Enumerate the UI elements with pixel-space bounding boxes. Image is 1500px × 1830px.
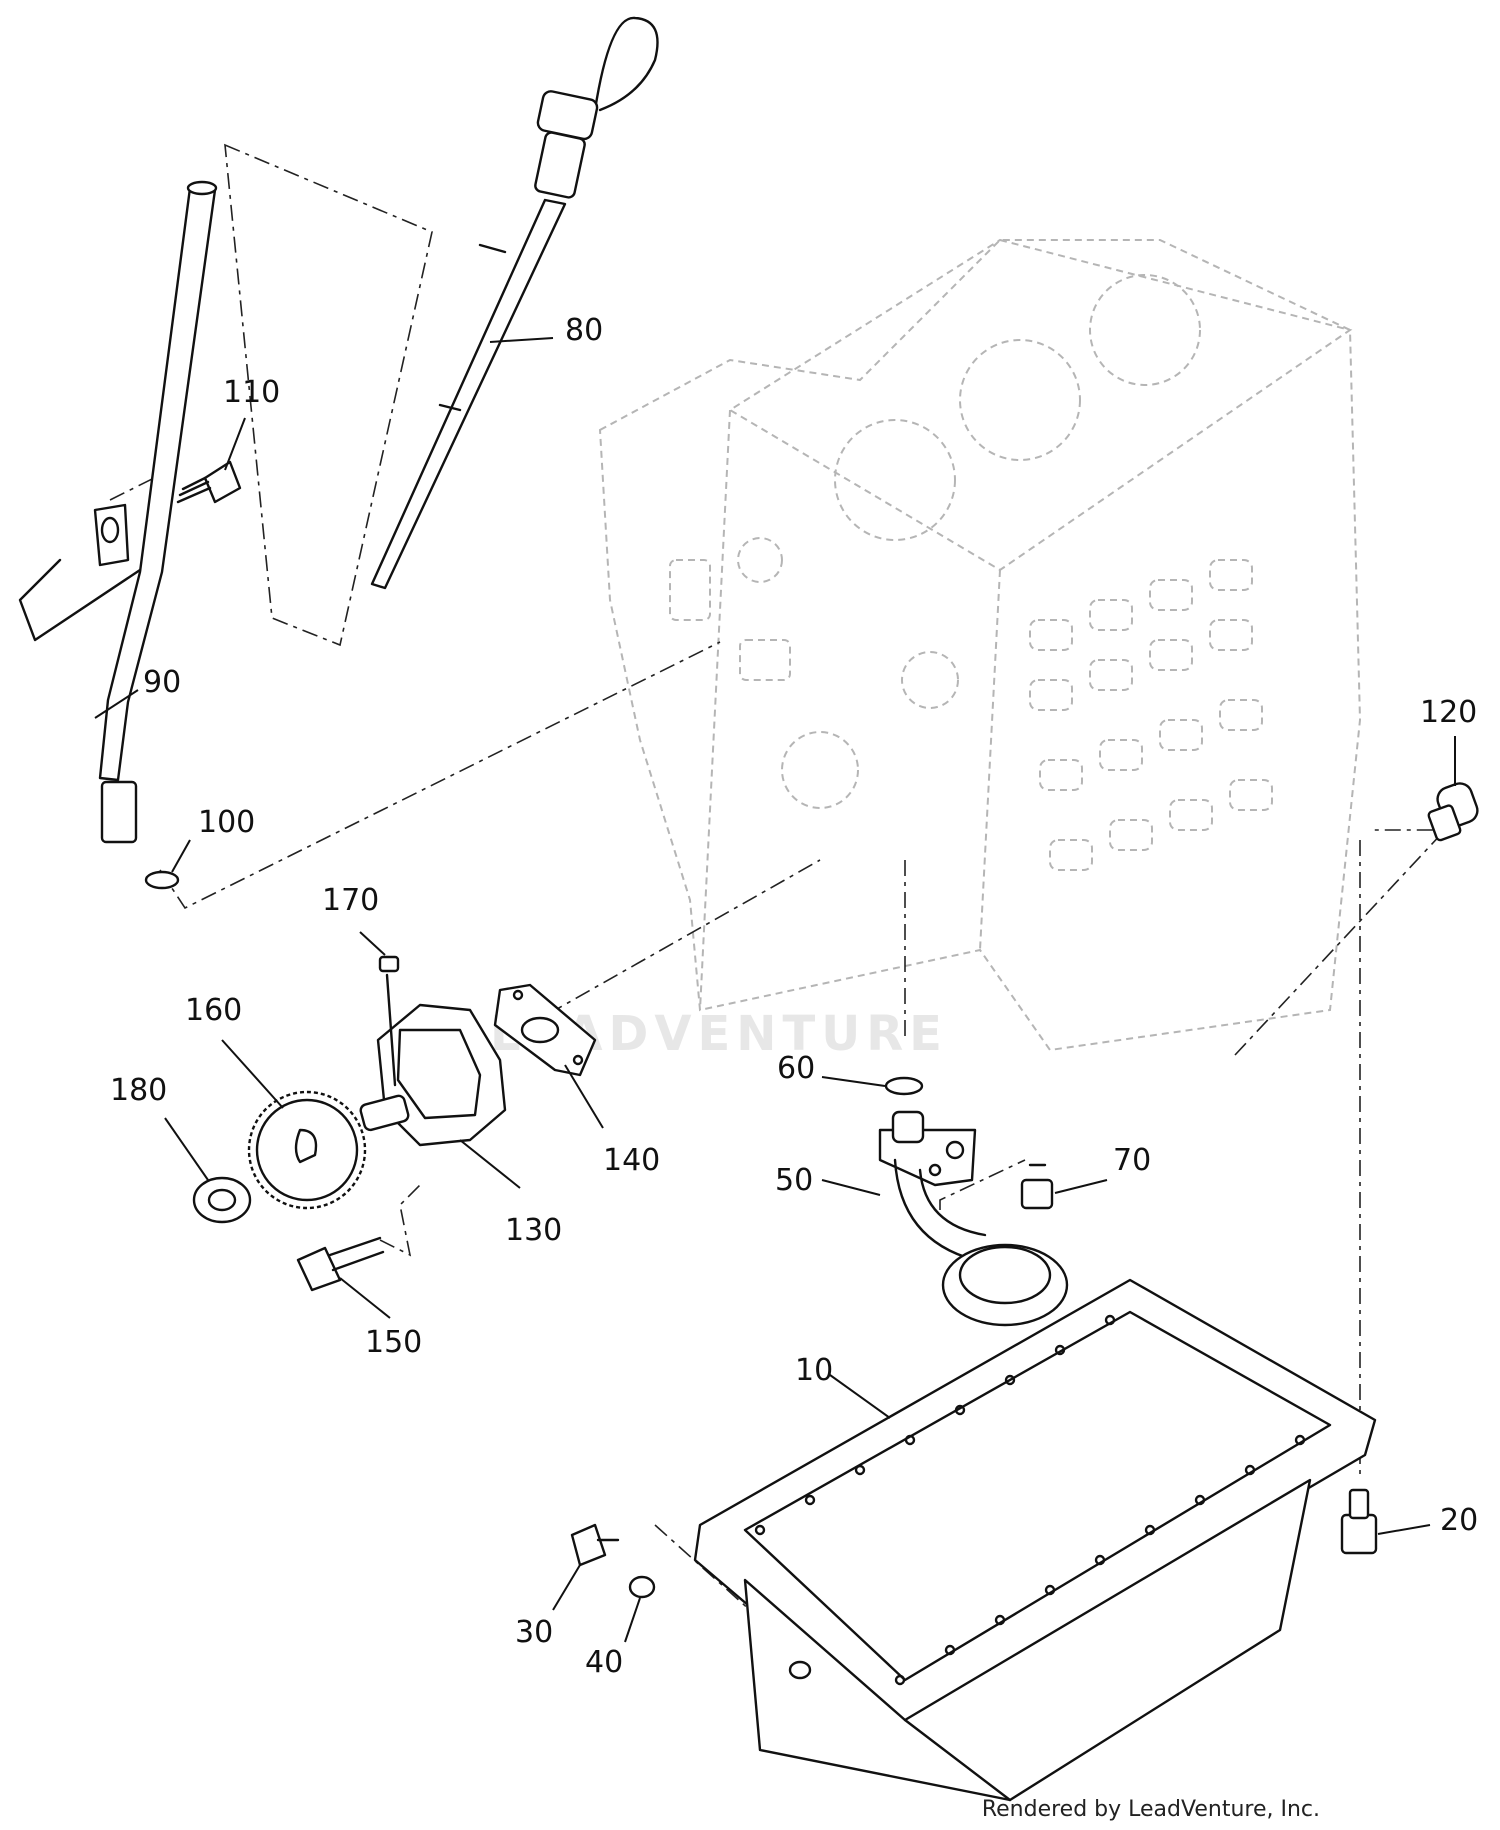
callout-40: 40 (585, 1645, 623, 1680)
footer-credit: Rendered by LeadVenture, Inc. (981, 1797, 1320, 1822)
callout-130: 130 (505, 1213, 562, 1248)
oil-pump-part-130 (359, 973, 507, 1147)
bolt-part-110 (176, 460, 242, 504)
bolt-part-150 (296, 1236, 385, 1292)
callout-80: 80 (565, 313, 603, 348)
dipstick-part-80 (370, 16, 659, 590)
oil-pan-part-10 (693, 1278, 1377, 1802)
leader-lines (94, 337, 1456, 1643)
callout-100: 100 (198, 805, 255, 840)
callout-60: 60 (777, 1051, 815, 1086)
callout-90: 90 (143, 665, 181, 700)
drain-plug-part-20 (1340, 1488, 1378, 1555)
guide-tube-part-90 (18, 180, 218, 844)
gear-part-160 (247, 1090, 367, 1210)
gasket-part-140 (493, 983, 597, 1077)
o-ring-part-60 (884, 1076, 924, 1096)
callout-120: 120 (1420, 695, 1477, 730)
plug-part-120 (1427, 782, 1479, 842)
engine-block-outline (598, 238, 1362, 1052)
callout-180: 180 (110, 1073, 167, 1108)
callout-30: 30 (515, 1615, 553, 1650)
callout-170: 170 (322, 883, 379, 918)
o-ring-part-100 (144, 870, 180, 890)
nut-part-70 (1020, 1163, 1054, 1210)
callout-140: 140 (603, 1143, 660, 1178)
washer-part-40 (628, 1575, 656, 1599)
callout-10: 10 (795, 1353, 833, 1388)
callout-20: 20 (1440, 1503, 1478, 1538)
key-part-170 (378, 955, 400, 973)
nut-part-180 (192, 1176, 252, 1224)
oil-strainer-part-50 (878, 1110, 1069, 1327)
callouts: 80 110 90 100 120 170 160 180 140 130 15… (110, 313, 1478, 1680)
callout-50: 50 (775, 1163, 813, 1198)
callout-150: 150 (365, 1325, 422, 1360)
drain-bolt-part-30 (570, 1523, 620, 1567)
callout-110: 110 (223, 375, 280, 410)
callout-70: 70 (1113, 1143, 1151, 1178)
callout-160: 160 (185, 993, 242, 1028)
